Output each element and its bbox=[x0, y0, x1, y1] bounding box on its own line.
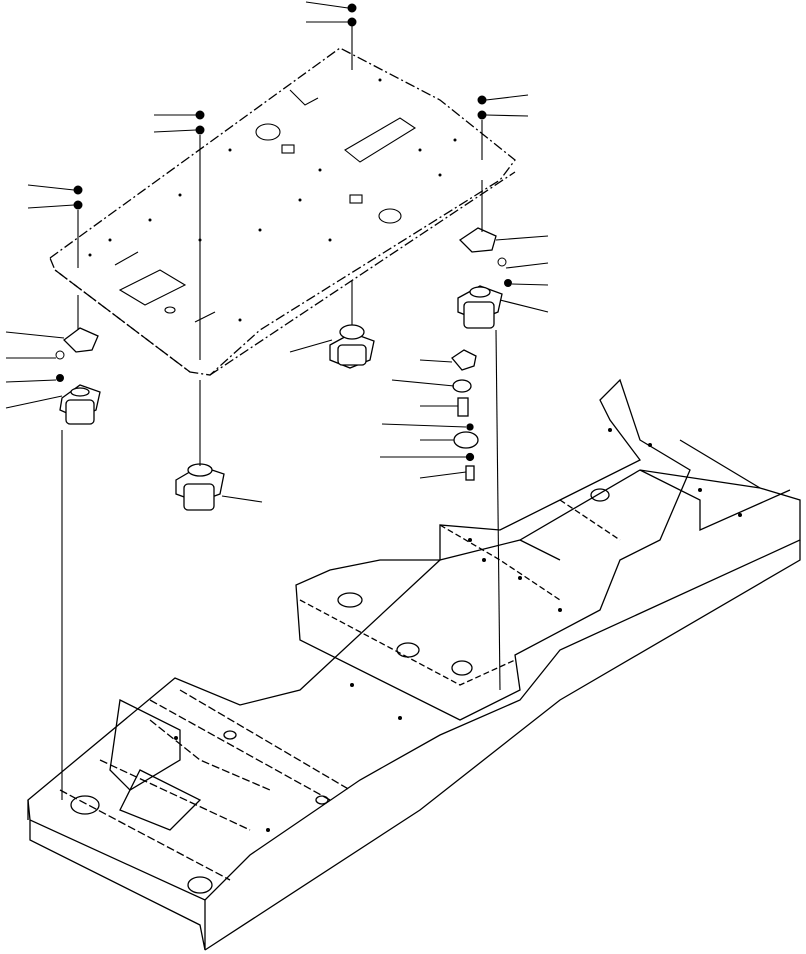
frame-top-outline bbox=[27, 469, 801, 901]
alignment-lines bbox=[61, 26, 501, 800]
plate-label-1 bbox=[281, 144, 295, 154]
frame-hole-2 bbox=[396, 642, 420, 658]
mount-front-left bbox=[59, 384, 101, 425]
mount-rear-right-body bbox=[463, 301, 495, 329]
stack-bolt bbox=[457, 397, 469, 417]
mount-rear-right-top bbox=[469, 286, 491, 298]
mount-rear-center-top bbox=[339, 324, 365, 340]
frame-right-rail bbox=[519, 439, 791, 561]
frame-hole-4 bbox=[223, 730, 237, 740]
bolt-head-left bbox=[55, 350, 65, 360]
hardware-left bbox=[55, 185, 83, 382]
hardware-stack-middle bbox=[451, 349, 479, 481]
nut-left-1 bbox=[73, 185, 83, 195]
plate-notch bbox=[289, 89, 319, 106]
nut-center-1 bbox=[195, 110, 205, 120]
frame-rear-deck bbox=[295, 378, 691, 721]
frame-hole-3 bbox=[451, 660, 473, 676]
stack-washer-1 bbox=[466, 423, 474, 431]
bolt-head-right bbox=[497, 257, 507, 267]
washer-right-1 bbox=[477, 110, 487, 120]
frame-hole-5 bbox=[315, 795, 329, 805]
frame-hole-1 bbox=[590, 488, 610, 502]
stack-plate bbox=[453, 431, 479, 449]
mount-rear-center-body bbox=[337, 344, 367, 366]
washer-right-2 bbox=[504, 279, 512, 287]
stack-screw bbox=[465, 465, 475, 481]
plate-rivets bbox=[88, 78, 457, 322]
axis-right-3 bbox=[495, 329, 501, 691]
floor-plate-details bbox=[88, 78, 457, 323]
frame-channel bbox=[59, 689, 351, 881]
plate-slot-1 bbox=[114, 251, 139, 266]
floor-plate-outline bbox=[49, 47, 516, 376]
plate-cutout-front bbox=[118, 269, 187, 306]
frame-bracket-mid bbox=[119, 769, 202, 831]
plate-hole-2 bbox=[378, 208, 402, 224]
frame-hole-6 bbox=[70, 795, 100, 815]
stack-bushing bbox=[452, 379, 472, 393]
mount-rear-right bbox=[457, 285, 503, 329]
callout-leaders bbox=[5, 1, 549, 503]
washer-left-2 bbox=[56, 374, 64, 382]
frame-rear-deck-inner bbox=[299, 499, 621, 686]
washer-center-1 bbox=[195, 125, 205, 135]
frame-bracket-left bbox=[109, 699, 181, 791]
pad-rear-right bbox=[458, 227, 497, 253]
floor-plate-front-edge bbox=[54, 171, 516, 376]
mount-front-center bbox=[175, 463, 225, 511]
hardware-center-top bbox=[195, 3, 512, 287]
stack-cap bbox=[451, 349, 477, 371]
frame-studs bbox=[174, 428, 742, 832]
frame-front-face bbox=[29, 540, 801, 951]
stack-washer-2 bbox=[465, 452, 475, 462]
plate-cutout-rear bbox=[344, 117, 417, 163]
nut-rear-1 bbox=[347, 3, 357, 13]
base-frame bbox=[27, 378, 801, 951]
washer-left-1 bbox=[73, 200, 83, 210]
plate-slot-2 bbox=[194, 311, 216, 323]
frame-hole-8 bbox=[337, 592, 363, 608]
floor-plate bbox=[49, 47, 516, 376]
mount-front-left-top bbox=[70, 387, 90, 397]
mount-front-center-body bbox=[183, 483, 215, 511]
washer-rear-1 bbox=[347, 17, 357, 27]
mount-rear-center bbox=[329, 324, 375, 369]
mount-front-left-body bbox=[65, 399, 95, 425]
frame-hole-7 bbox=[187, 876, 213, 894]
nut-right-1 bbox=[477, 95, 487, 105]
pad-front-left bbox=[63, 327, 99, 353]
plate-hole-3 bbox=[164, 306, 176, 314]
plate-hole-1 bbox=[255, 123, 281, 141]
plate-label-2 bbox=[349, 194, 363, 204]
